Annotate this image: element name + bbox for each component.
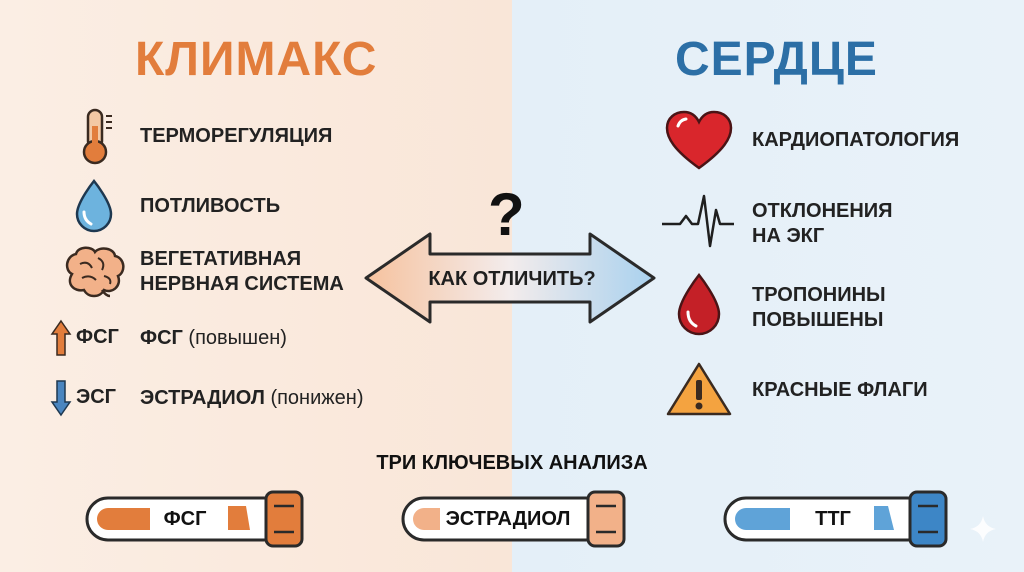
ans-label: ВЕГЕТАТИВНАЯ НЕРВНАЯ СИСТЕМА <box>140 247 344 297</box>
ecg-label-line1: ОТКЛОНЕНИЯ <box>752 200 893 222</box>
analyses-title: ТРИ КЛЮЧЕВЫХ АНАЛИЗА <box>376 452 648 474</box>
troponins-label-line1: ТРОПОНИНЫ <box>752 284 886 306</box>
tube-tsh-label: ТТГ <box>815 508 851 530</box>
test-tube-tsh-icon <box>723 490 948 548</box>
test-tube-estradiol-icon <box>401 490 626 548</box>
water-drop-icon <box>75 179 113 233</box>
estradiol-text: ЭСТРАДИОЛ <box>140 387 265 409</box>
sparkle-icon <box>970 516 996 542</box>
blood-drop-icon <box>677 272 721 336</box>
tube-fsh-label: ФСГ <box>163 508 207 530</box>
troponins-label-line2: ПОВЫШЕНЫ <box>752 309 884 331</box>
right-title: СЕРДЦЕ <box>675 33 878 86</box>
thermoregulation-label: ТЕРМОРЕГУЛЯЦИЯ <box>140 125 333 147</box>
red-flags-label: КРАСНЫЕ ФЛАГИ <box>752 379 928 401</box>
warning-icon <box>666 362 732 416</box>
cardiopathology-label: КАРДИОПАТОЛОГИЯ <box>752 129 960 151</box>
ecg-icon <box>662 194 734 248</box>
tube-estradiol-label: ЭСТРАДИОЛ <box>445 508 571 530</box>
thermometer-icon <box>82 108 112 165</box>
fsh-text: ФСГ <box>140 327 183 349</box>
ans-label-line1: ВЕГЕТАТИВНАЯ <box>140 248 302 270</box>
how-to-distinguish-label: КАК ОТЛИЧИТЬ? <box>428 268 596 290</box>
estradiol-label: ЭСТРАДИОЛ (понижен) <box>140 386 363 411</box>
left-title: КЛИМАКС <box>135 33 378 86</box>
sweating-label: ПОТЛИВОСТЬ <box>140 195 281 217</box>
arrow-down-icon <box>50 380 72 417</box>
double-arrow-icon <box>364 232 656 324</box>
esg-hormone-tag: ЭСГ <box>76 386 117 408</box>
heart-icon <box>665 110 733 170</box>
estradiol-status: (понижен) <box>270 387 364 409</box>
test-tube-fsh-icon <box>85 490 304 548</box>
troponins-label: ТРОПОНИНЫ ПОВЫШЕНЫ <box>752 283 886 333</box>
fsh-status: (повышен) <box>188 327 287 349</box>
ecg-label-line2: НА ЭКГ <box>752 225 825 247</box>
fsh-label: ФСГ (повышен) <box>140 326 287 351</box>
fsh-hormone-tag: ФСГ <box>76 326 119 348</box>
ecg-label: ОТКЛОНЕНИЯ НА ЭКГ <box>752 199 893 249</box>
question-mark: ? <box>488 181 525 248</box>
ans-label-line2: НЕРВНАЯ СИСТЕМА <box>140 273 344 295</box>
arrow-up-icon <box>50 319 72 356</box>
brain-icon <box>65 246 125 298</box>
